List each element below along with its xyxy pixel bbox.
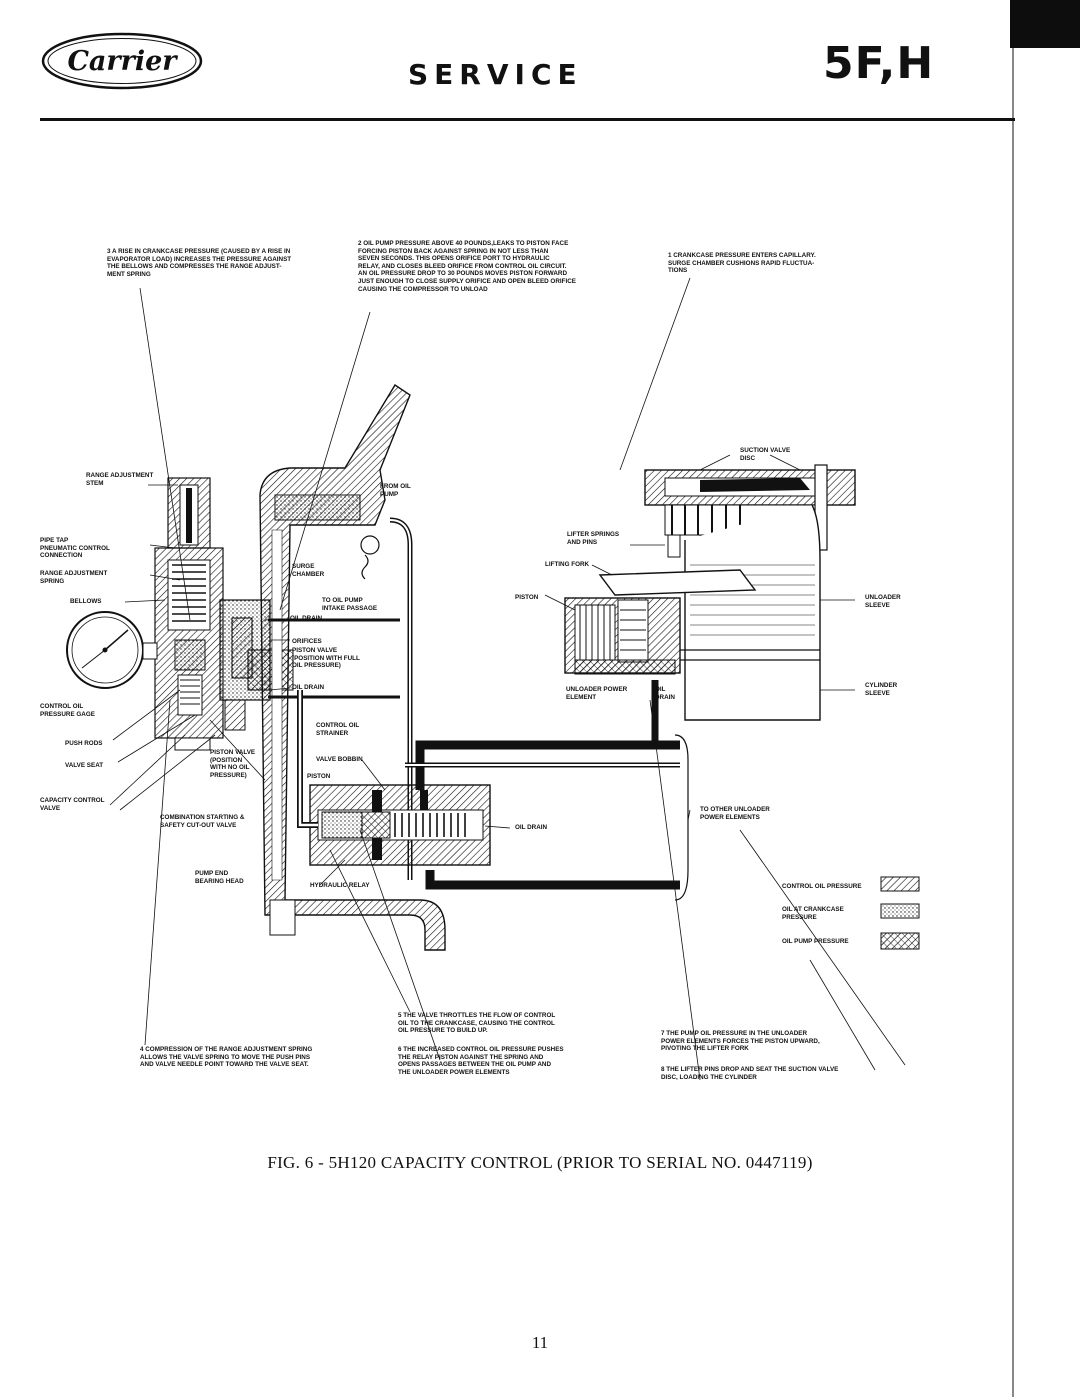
label-valve-bobbin: VALVE BOBBIN <box>316 756 363 763</box>
label-piston-valve-full: PISTON VALVE (POSITION WITH FULL OIL PRE… <box>292 647 360 670</box>
label-surge-chamber: SURGE CHAMBER <box>292 563 325 578</box>
label-unloader-sleeve: UNLOADER SLEEVE <box>865 594 901 609</box>
page-corner-mark <box>1010 0 1080 48</box>
legend-label-crankcase-oil: OIL AT CRANKCASE PRESSURE <box>782 906 844 921</box>
note-7: 7 THE PUMP OIL PRESSURE IN THE UNLOADER … <box>661 1030 820 1053</box>
label-range-adjustment-spring: RANGE ADJUSTMENT SPRING <box>40 570 108 585</box>
label-control-oil-pressure-gage: CONTROL OIL PRESSURE GAGE <box>40 703 95 718</box>
label-cylinder-sleeve: CYLINDER SLEEVE <box>865 682 898 697</box>
label-range-adjustment-stem: RANGE ADJUSTMENT STEM <box>86 472 154 487</box>
label-hydraulic-relay: HYDRAULIC RELAY <box>310 882 370 889</box>
legend-label-oil-pump: OIL PUMP PRESSURE <box>782 938 849 945</box>
label-oil-drain-3: OIL DRAIN <box>515 824 548 831</box>
note-8: 8 THE LIFTER PINS DROP AND SEAT THE SUCT… <box>661 1066 839 1081</box>
label-lifting-fork: LIFTING FORK <box>545 561 590 568</box>
label-push-rods: PUSH RODS <box>65 740 103 747</box>
header-rule <box>40 118 1015 121</box>
oil-lines <box>297 680 689 901</box>
label-oil-drain-2: OIL DRAIN <box>292 684 325 691</box>
control-valve-assembly <box>154 477 294 751</box>
label-capacity-control-valve: CAPACITY CONTROL VALVE <box>40 797 105 812</box>
label-combination-valve: COMBINATION STARTING & SAFETY CUT-OUT VA… <box>160 814 245 829</box>
note-4: 4 COMPRESSION OF THE RANGE ADJUSTMENT SP… <box>140 1046 313 1069</box>
pressure-gauge <box>66 611 158 689</box>
hydraulic-relay <box>309 784 491 866</box>
note-5: 5 THE VALVE THROTTLES THE FLOW OF CONTRO… <box>398 1012 556 1035</box>
leader-lines <box>109 277 906 1081</box>
label-pump-end-bearing-head: PUMP END BEARING HEAD <box>195 870 244 885</box>
label-piston: PISTON <box>307 773 331 780</box>
label-orifices: ORIFICES <box>292 638 322 645</box>
legend-swatch-control-oil <box>880 876 920 892</box>
note-6: 6 THE INCREASED CONTROL OIL PRESSURE PUS… <box>398 1046 564 1076</box>
page-number: 11 <box>531 1333 549 1352</box>
legend-swatch-crankcase-oil <box>880 903 920 919</box>
label-piston-right: PISTON <box>515 594 539 601</box>
label-to-other-unloader: TO OTHER UNLOADER POWER ELEMENTS <box>700 806 770 821</box>
legend-swatch-oil-pump <box>880 932 920 950</box>
pump-end-housing <box>259 384 446 951</box>
label-bellows: BELLOWS <box>70 598 102 605</box>
brand-name: Carrier <box>67 46 178 77</box>
note-1: 1 CRANKCASE PRESSURE ENTERS CAPILLARY. S… <box>668 252 816 275</box>
note-3: 3 A RISE IN CRANKCASE PRESSURE (CAUSED B… <box>107 248 292 278</box>
label-suction-valve-disc: SUCTION VALVE DISC <box>740 447 791 462</box>
label-pipe-tap: PIPE TAP PNEUMATIC CONTROL CONNECTION <box>40 537 110 560</box>
label-piston-valve-no-pressure: PISTON VALVE (POSITION WITH NO OIL PRESS… <box>210 749 256 779</box>
section-title: SERVICE <box>408 58 583 91</box>
note-2: 2 OIL PUMP PRESSURE ABOVE 40 POUNDS,LEAK… <box>358 240 576 293</box>
figure-caption: FIG. 6 - 5H120 CAPACITY CONTROL (PRIOR T… <box>267 1153 813 1172</box>
label-unloader-power-element: UNLOADER POWER ELEMENT <box>566 686 628 701</box>
label-valve-seat: VALVE SEAT <box>65 762 104 769</box>
page-edge-line <box>1012 48 1014 1397</box>
model-number: 5F,H <box>823 38 935 89</box>
label-control-oil-strainer: CONTROL OIL STRAINER <box>316 722 360 737</box>
label-to-oil-pump-intake: TO OIL PUMP INTAKE PASSAGE <box>322 597 378 612</box>
legend-label-control-oil: CONTROL OIL PRESSURE <box>782 883 862 890</box>
label-lifter-springs: LIFTER SPRINGS AND PINS <box>567 531 620 546</box>
label-from-oil-pump: FROM OIL PUMP <box>380 483 411 498</box>
carrier-logo: Carrier <box>41 32 203 90</box>
label-oil-drain-1: OIL DRAIN <box>290 615 323 622</box>
cylinder-unloader <box>564 464 856 721</box>
label-oil-drain-right: OIL DRAIN <box>655 686 675 701</box>
